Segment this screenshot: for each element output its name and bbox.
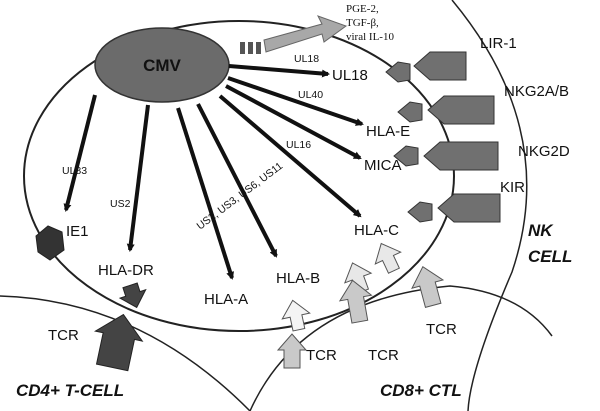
gene-label-ul16: UL16 bbox=[286, 139, 311, 151]
target-label-ul18: UL18 bbox=[332, 67, 368, 84]
lir1-receptor bbox=[413, 51, 467, 81]
arrow-to-ie1 bbox=[63, 94, 97, 212]
arrow-to-hla-c bbox=[218, 94, 362, 218]
gene-label-ul83: UL83 bbox=[62, 165, 87, 177]
nk-cell-label-line2: CELL bbox=[528, 247, 572, 266]
ie1-antigen-shape bbox=[35, 225, 65, 261]
arrow-to-hla-b bbox=[196, 103, 278, 258]
arrow-to-hla-e bbox=[227, 76, 364, 126]
kir-label: KIR bbox=[500, 179, 525, 196]
cd8-tcr-2-label: TCR bbox=[368, 347, 399, 364]
cd4-tcr-label: TCR bbox=[48, 327, 79, 344]
target-label-hla-e: HLA-E bbox=[366, 123, 410, 140]
target-label-ie1: IE1 bbox=[66, 223, 89, 240]
hla-c-molecule-2 bbox=[374, 242, 402, 274]
gene-label-ul18: UL18 bbox=[294, 53, 319, 65]
arrow-to-hla-a bbox=[176, 107, 234, 280]
hla-dr-molecule bbox=[118, 282, 147, 309]
arrow-to-hla-dr bbox=[126, 104, 150, 252]
kir-receptor bbox=[437, 193, 501, 223]
secreted-factor-pge2: PGE-2, bbox=[346, 3, 379, 15]
secreted-factor-viral-il10: viral IL-10 bbox=[346, 31, 394, 43]
nkg2ab-receptor bbox=[427, 95, 495, 125]
hla-b-molecule bbox=[281, 299, 311, 332]
target-label-hla-c: HLA-C bbox=[354, 222, 399, 239]
cd8-tcr-2 bbox=[338, 279, 373, 324]
cd8-tcr-1 bbox=[276, 333, 308, 369]
nkg2d-label: NKG2D bbox=[518, 143, 570, 160]
hla-c-membrane-ligand bbox=[407, 201, 433, 223]
hla-c-molecule-1 bbox=[343, 262, 373, 294]
secreted-factor-tgf-beta: TGF-β, bbox=[346, 17, 379, 29]
cmv-label: CMV bbox=[143, 56, 181, 75]
target-label-hla-dr: HLA-DR bbox=[98, 262, 154, 279]
nk-cell-label-line1: NK bbox=[528, 221, 554, 240]
gene-label-ul40: UL40 bbox=[298, 89, 323, 101]
cd4-t-cell-label: CD4+ T-CELL bbox=[16, 381, 124, 400]
target-label-mica: MICA bbox=[364, 157, 402, 174]
secretion-arrow bbox=[240, 15, 348, 54]
ul18-membrane-ligand bbox=[385, 61, 411, 83]
nkg2ab-label: NKG2A/B bbox=[504, 83, 569, 100]
target-label-hla-b: HLA-B bbox=[276, 270, 320, 287]
lir1-label: LIR-1 bbox=[480, 35, 517, 52]
cd8-tcr-1-label: TCR bbox=[306, 347, 337, 364]
cd8-ctl-membrane bbox=[249, 285, 553, 411]
arrow-to-ul18 bbox=[228, 64, 330, 78]
gene-label-us2: US2 bbox=[110, 198, 131, 210]
cd4-tcr bbox=[93, 313, 144, 372]
hla-e-membrane-ligand bbox=[397, 101, 423, 123]
nk-cell-membrane bbox=[451, 0, 528, 411]
arrow-to-mica bbox=[225, 84, 362, 160]
target-label-hla-a: HLA-A bbox=[204, 291, 248, 308]
cmv-nucleus bbox=[94, 27, 230, 103]
nkg2d-receptor bbox=[423, 141, 499, 171]
cd8-tcr-3 bbox=[411, 265, 445, 309]
cd8-ctl-label: CD8+ CTL bbox=[380, 381, 462, 400]
mica-membrane-ligand bbox=[393, 145, 419, 167]
cd8-tcr-3-label: TCR bbox=[426, 321, 457, 338]
